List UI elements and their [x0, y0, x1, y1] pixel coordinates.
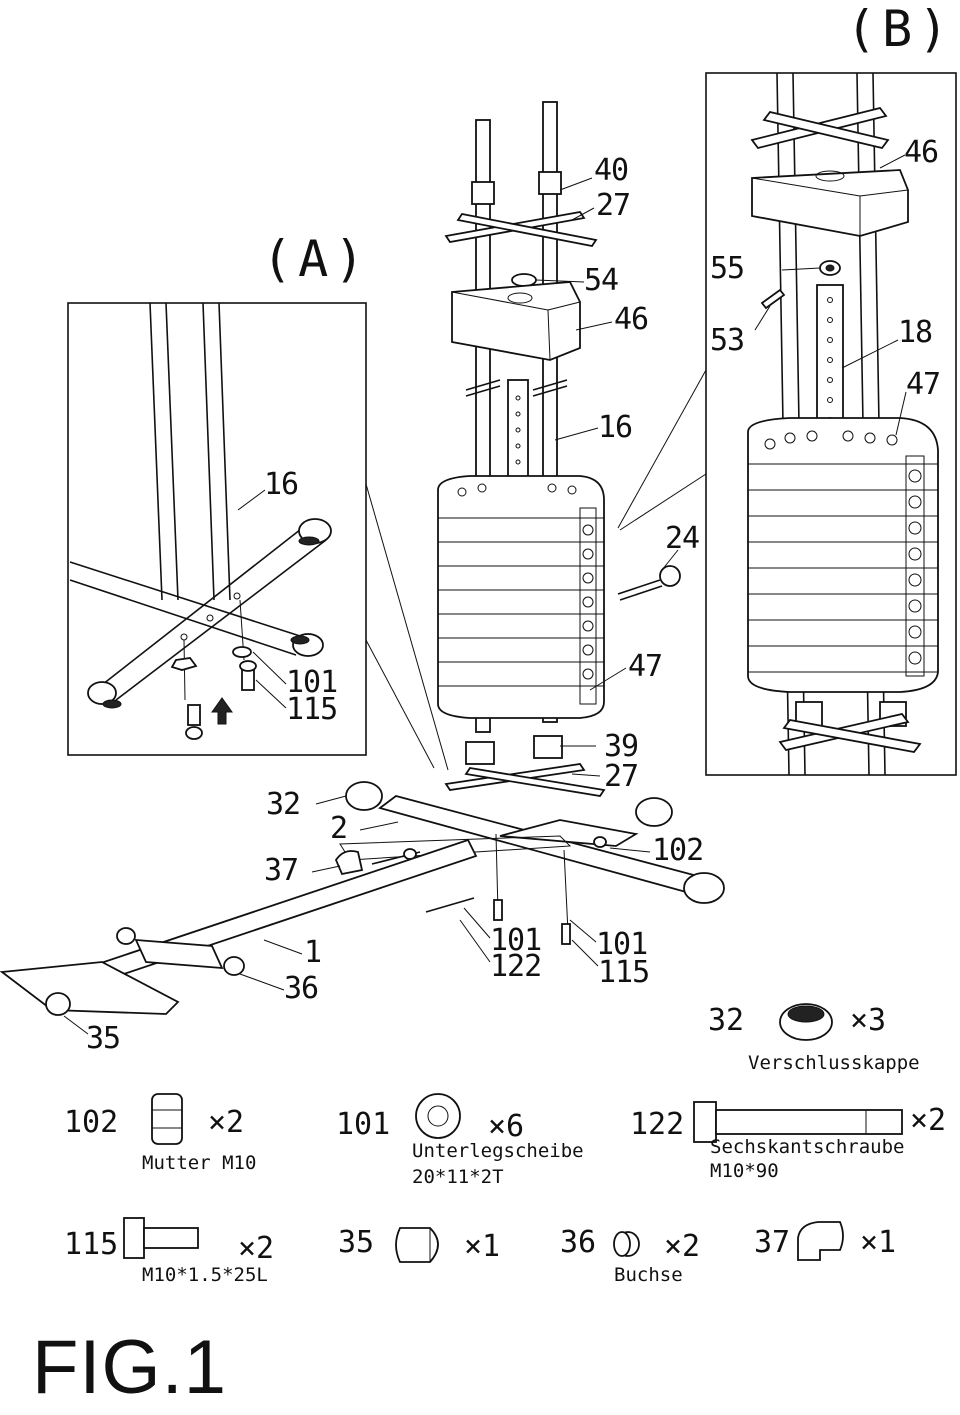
main-exploded-view [0, 101, 725, 1035]
part-quantity: ×1 [860, 1225, 897, 1260]
callout-label: 1 [304, 935, 322, 970]
panel-b-tag: (B) [846, 0, 955, 58]
washer-icon [415, 1093, 461, 1139]
part-quantity: ×2 [208, 1105, 245, 1140]
callout-label: 27 [596, 188, 631, 223]
callout-label: 27 [604, 759, 639, 794]
part-quantity: ×3 [850, 1003, 887, 1038]
end-cap-icon [779, 1003, 833, 1041]
callout-label: 24 [665, 521, 700, 556]
part-number: 115 [64, 1227, 119, 1262]
callout-label: 36 [284, 971, 319, 1006]
part-number: 37 [754, 1225, 791, 1260]
callout-label: 40 [594, 153, 629, 188]
callout-label: 55 [710, 251, 745, 286]
callout-label: 54 [584, 263, 619, 298]
part-number: 36 [560, 1225, 597, 1260]
detail-panel-a [67, 302, 367, 756]
part-caption-size: 20*11*2T [412, 1166, 504, 1188]
callout-label: 115 [598, 955, 650, 990]
callout-label: 122 [490, 949, 542, 984]
part-number: 35 [338, 1225, 375, 1260]
callout-label: 101 [286, 665, 338, 700]
callout-label: 46 [904, 135, 939, 170]
detail-panel-b [705, 72, 957, 776]
figure-label: FIG.1 [32, 1325, 228, 1410]
callout-label: 47 [906, 367, 941, 402]
callout-label: 47 [628, 649, 663, 684]
callout-label: 16 [598, 410, 633, 445]
callout-label: 101 [596, 927, 648, 962]
callout-label: 37 [264, 853, 299, 888]
callout-label: 35 [86, 1021, 121, 1056]
part-number: 122 [630, 1107, 685, 1142]
callout-label: 46 [614, 302, 649, 337]
round-cap-icon [395, 1227, 439, 1263]
callout-label: 2 [330, 811, 348, 846]
callout-label: 53 [710, 323, 745, 358]
part-caption: Buchse [614, 1264, 683, 1286]
part-number: 102 [64, 1105, 119, 1140]
part-caption: Verschlusskappe [748, 1052, 920, 1074]
elbow-cap-icon [797, 1221, 844, 1261]
callout-label: 115 [286, 692, 338, 727]
callout-label: 102 [652, 833, 704, 868]
part-quantity: ×2 [664, 1229, 701, 1264]
part-caption-size: M10*90 [710, 1160, 779, 1182]
part-caption: Sechskantschraube [710, 1136, 905, 1158]
part-quantity: ×2 [238, 1231, 275, 1266]
part-caption: Unterlegscheibe [412, 1140, 584, 1162]
panel-a-tag: (A) [262, 230, 371, 288]
part-quantity: ×2 [910, 1103, 947, 1138]
part-number: 32 [708, 1003, 745, 1038]
callout-label: 39 [604, 729, 639, 764]
bushing-icon [613, 1231, 640, 1257]
part-caption: Mutter M10 [142, 1152, 257, 1174]
callout-label: 16 [264, 467, 299, 502]
callout-label: 32 [266, 787, 301, 822]
callout-label: 18 [898, 315, 933, 350]
short-bolt-icon [123, 1217, 199, 1259]
long-bolt-icon [693, 1101, 903, 1143]
part-quantity: ×6 [488, 1109, 525, 1144]
part-quantity: ×1 [464, 1229, 501, 1264]
callout-label: 101 [490, 923, 542, 958]
hex-nut-icon [151, 1093, 183, 1145]
part-caption: M10*1.5*25L [142, 1264, 268, 1286]
part-number: 101 [336, 1107, 391, 1142]
